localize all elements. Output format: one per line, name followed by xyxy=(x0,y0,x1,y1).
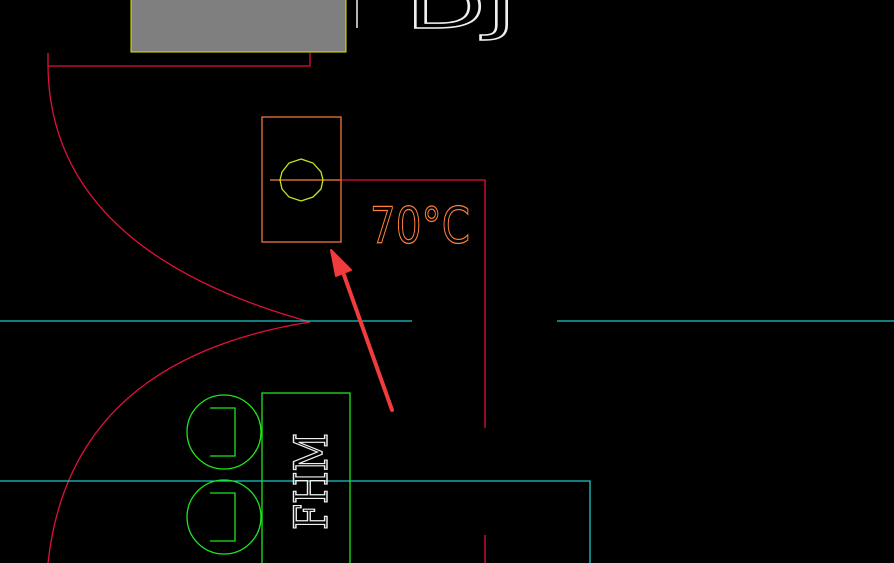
temperature-label: 70°C xyxy=(370,197,470,255)
damper-box xyxy=(261,116,342,243)
circle-bracket-icon xyxy=(186,394,262,470)
hydrant-cabinet xyxy=(261,392,351,563)
door-swing xyxy=(47,53,311,563)
wall-line-bottom xyxy=(0,480,591,563)
equipment-block xyxy=(130,0,347,53)
cabinet-label: FHM xyxy=(284,433,338,530)
door-frame xyxy=(47,53,311,67)
top-label: DJ xyxy=(405,0,517,43)
arrow-icon xyxy=(330,249,394,412)
door-swing-arc-lower xyxy=(47,321,311,563)
red-pipe xyxy=(340,179,486,428)
wall-lines xyxy=(0,320,894,563)
circle-in-rectangle-icon xyxy=(279,158,324,202)
circle-bracket-icon xyxy=(186,479,262,555)
door-swing-arc-upper xyxy=(47,65,311,323)
